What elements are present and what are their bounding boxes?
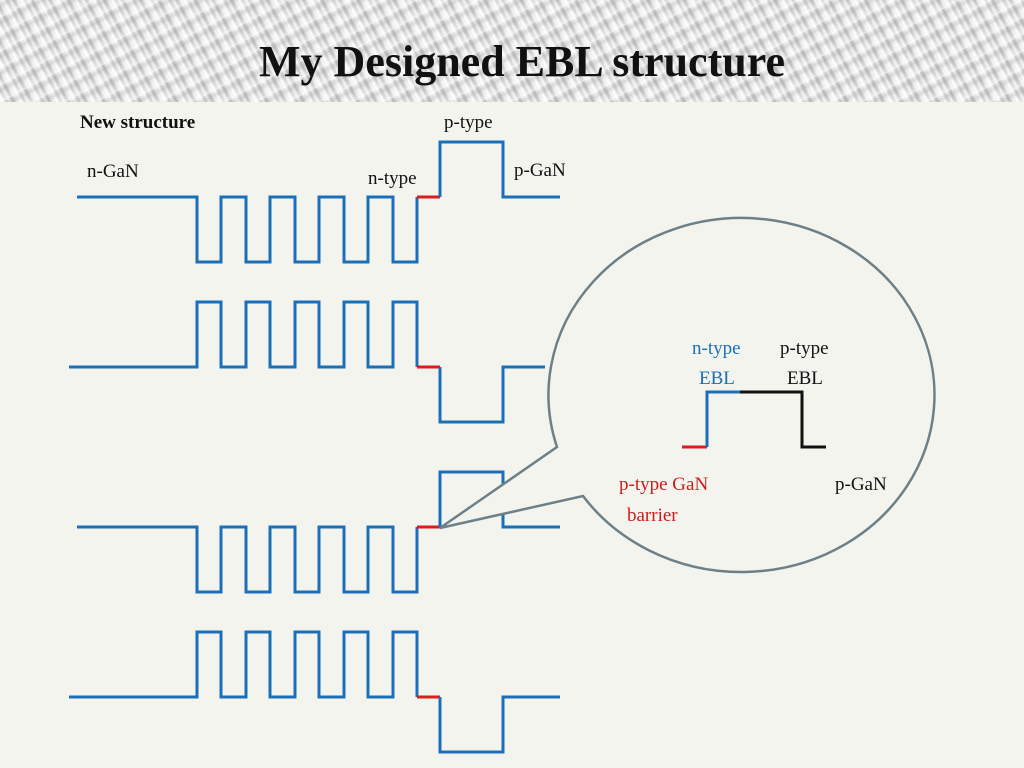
ebl-profile-1 (438, 140, 560, 199)
callout-p-type-ebl-label-2: EBL (787, 368, 823, 389)
new-structure-label: New structure (80, 112, 196, 133)
ebl-profile-3 (438, 470, 560, 529)
p-type-label: p-type (444, 112, 493, 133)
callout-n-type-ebl-label-1: n-type (692, 338, 741, 359)
callout-p-gan-label: p-GaN (835, 474, 887, 495)
callout-p-type-ebl-label-1: p-type (780, 338, 829, 359)
n-gan-label: n-GaN (87, 161, 139, 182)
band-profile-4 (69, 630, 419, 699)
callout-n-ebl-profile (705, 390, 740, 447)
ebl-profile-4 (438, 695, 560, 754)
band-profile-1 (77, 195, 419, 264)
callout-p-ebl-profile (740, 390, 826, 449)
band-profile-2 (69, 300, 419, 369)
title-banner-texture (0, 0, 1024, 102)
callout-barrier-label-2: barrier (627, 505, 678, 526)
n-type-label: n-type (368, 168, 417, 189)
band-profile-3 (77, 525, 419, 594)
ebl-profile-2 (438, 365, 545, 424)
callout-barrier-label-1: p-type GaN (619, 474, 709, 495)
callout-bubble (439, 216, 936, 574)
p-gan-label: p-GaN (514, 160, 566, 181)
slide-title: My Designed EBL structure (259, 37, 785, 86)
title-banner: My Designed EBL structure (0, 0, 1024, 102)
callout-n-type-ebl-label-2: EBL (699, 368, 735, 389)
